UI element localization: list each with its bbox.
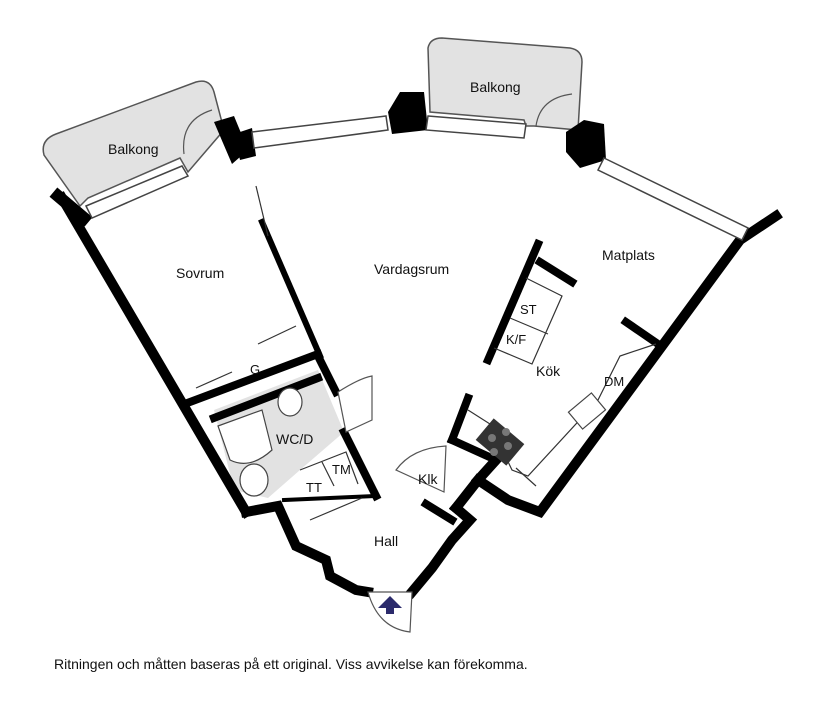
sink: [567, 392, 607, 430]
balcony-left: [42, 80, 225, 208]
wall-columns: [214, 92, 606, 168]
exterior-walls: [49, 187, 783, 600]
entrance-arrow-icon: [378, 596, 402, 614]
label-kok: Kök: [536, 363, 561, 379]
stove-burners: [488, 428, 512, 456]
balcony-door-swing-left: [182, 109, 213, 155]
bathroom-fixtures: [217, 387, 303, 497]
label-wc-d: WC/D: [276, 431, 313, 447]
label-st: ST: [520, 302, 537, 317]
label-tt: TT: [306, 480, 322, 495]
interior-walls: [184, 218, 664, 503]
windows: [84, 115, 750, 241]
label-tm: TM: [332, 462, 351, 477]
label-klk: Klk: [418, 471, 438, 487]
disclaimer-text: Ritningen och måtten baseras på ett orig…: [54, 656, 528, 672]
label-balkong-top: Balkong: [470, 79, 521, 95]
label-vardagsrum: Vardagsrum: [374, 261, 449, 277]
label-g: G: [250, 362, 260, 377]
label-hall: Hall: [374, 533, 398, 549]
label-dm: DM: [604, 374, 624, 389]
label-sovrum: Sovrum: [176, 265, 224, 281]
stove: [475, 418, 525, 466]
label-balkong-left: Balkong: [108, 141, 159, 157]
label-matplats: Matplats: [602, 247, 655, 263]
label-kf: K/F: [506, 332, 526, 347]
balcony-door-swing-top: [535, 93, 573, 127]
